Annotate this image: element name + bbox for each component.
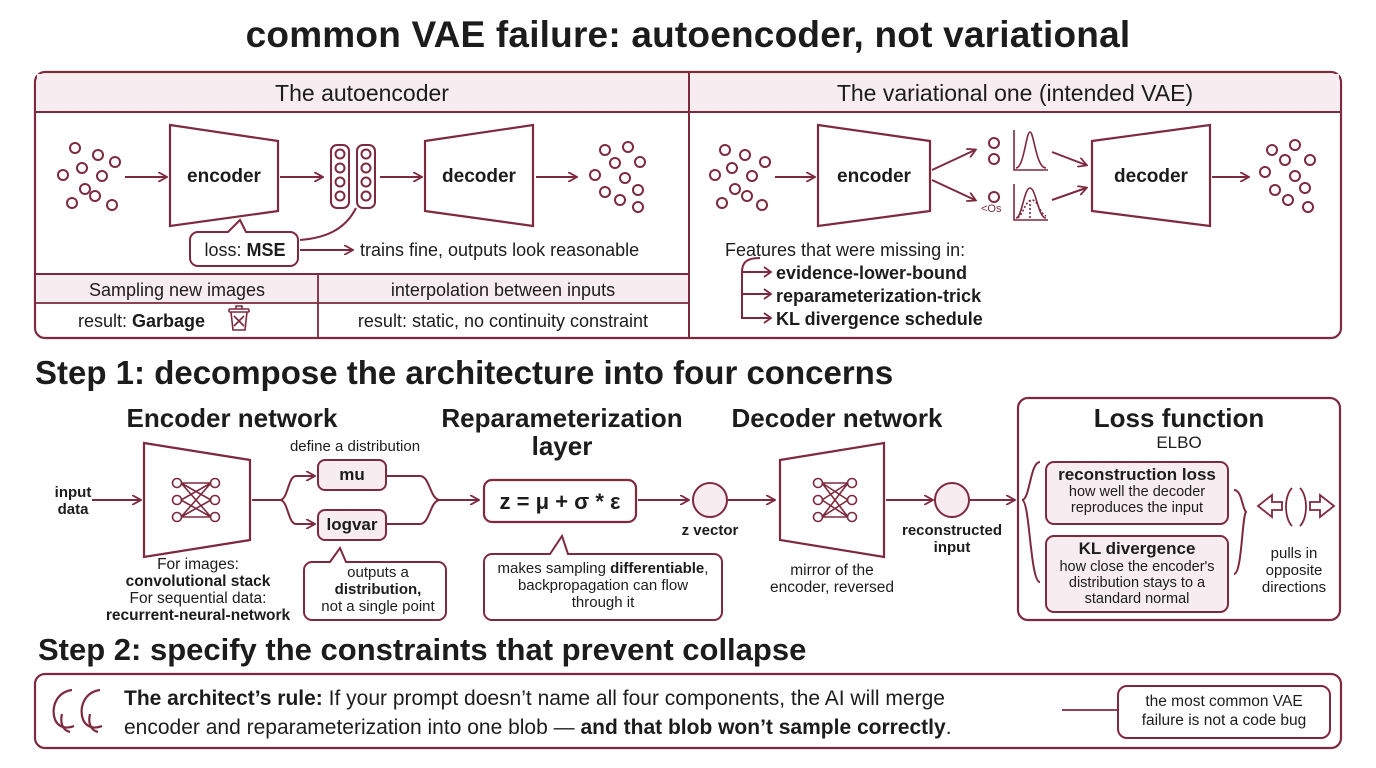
decoder-shape-left: [423, 123, 535, 228]
sigma-glyph: <Os: [981, 203, 1002, 215]
arrow-left-icon: [1256, 493, 1283, 519]
sampling-header: Sampling new images: [88, 280, 266, 300]
gaussian-curve-icon-2: [1013, 184, 1048, 221]
reconstruction-loss-text: reconstruction loss how well the decoder…: [1058, 465, 1216, 516]
encoder-label-right: encoder: [837, 166, 911, 187]
encoder-network-heading: Encoder network: [126, 403, 338, 433]
sampling-result: result: Garbage: [78, 311, 206, 331]
interpolation-header: interpolation between inputs: [390, 280, 616, 300]
right-panel-title: The variational one (intended VAE): [836, 80, 1194, 106]
trains-note: trains fine, outputs look reasonable: [360, 240, 640, 260]
decoder-shape-right: [1090, 123, 1212, 228]
decoder-network-heading: Decoder network: [731, 403, 943, 433]
distribution-callout: [303, 545, 447, 621]
define-distribution-label: define a distribution: [289, 438, 421, 455]
input-dots-left: [57, 142, 121, 211]
arrow-right-icon: [1309, 493, 1336, 519]
missing-intro: Features that were missing in:: [725, 240, 966, 260]
missing-item-kl: KL divergence schedule: [776, 309, 983, 329]
left-panel-title: The autoencoder: [275, 80, 449, 106]
output-dots-left: [589, 141, 646, 213]
left-table-header-band: [36, 274, 688, 303]
differentiable-callout-text: makes sampling differentiable, backpropa…: [497, 560, 709, 611]
encoder-shape-right: [816, 123, 932, 228]
formula-text: z = μ + σ * ε: [499, 489, 621, 514]
elbo-label: ELBO: [1156, 433, 1202, 452]
step1-title: Step 1: decompose the architecture into …: [35, 354, 894, 391]
mu-label: mu: [339, 465, 365, 484]
decoder-network-shape: [778, 441, 886, 559]
reconstructed-node: [934, 482, 970, 518]
page-title: common VAE failure: autoencoder, not var…: [245, 14, 1131, 55]
loss-function-heading: Loss function: [1093, 403, 1265, 433]
output-dots-right: [1259, 139, 1316, 213]
decoder-label-right: decoder: [1114, 166, 1188, 187]
encoder-shape-left: [168, 123, 280, 228]
differentiable-callout: [483, 533, 723, 621]
rule-box: [33, 672, 1343, 750]
kl-divergence-text: KL divergence how close the encoder's di…: [1059, 539, 1215, 607]
neural-net-icon-2: [812, 477, 858, 523]
loss-callout: [189, 218, 299, 267]
latent-vectors: [330, 144, 376, 209]
loss-label: loss: MSE: [204, 240, 286, 260]
logvar-label: logvar: [326, 515, 378, 534]
interpolation-result: result: static, no continuity constraint: [357, 311, 649, 331]
encoder-note: For images: convolutional stack For sequ…: [105, 556, 291, 624]
quote-icon: [52, 688, 103, 734]
z-vector-label: z vector: [681, 522, 739, 539]
encoder-label-left: encoder: [187, 166, 261, 187]
decoder-label-left: decoder: [442, 166, 516, 187]
side-note-box: [1117, 685, 1331, 739]
trash-icon: [228, 305, 250, 331]
missing-item-reparam: reparameterization-trick: [776, 286, 982, 306]
z-vector-node: [692, 482, 728, 518]
distribution-callout-text: outputs a distribution, not a single poi…: [321, 564, 435, 615]
formula-box: [482, 478, 638, 524]
input-dots-right: [709, 144, 771, 211]
neural-net-icon: [171, 477, 221, 523]
step2-title: Step 2: specify the constraints that pre…: [38, 632, 807, 667]
gaussian-curve-icon: [1013, 130, 1048, 171]
kl-divergence-box: [1045, 535, 1229, 613]
architect-rule-text: The architect’s rule: If your prompt doe…: [124, 687, 952, 739]
reconstruction-loss-box: [1045, 461, 1229, 525]
missing-item-elbo: evidence-lower-bound: [776, 263, 968, 283]
